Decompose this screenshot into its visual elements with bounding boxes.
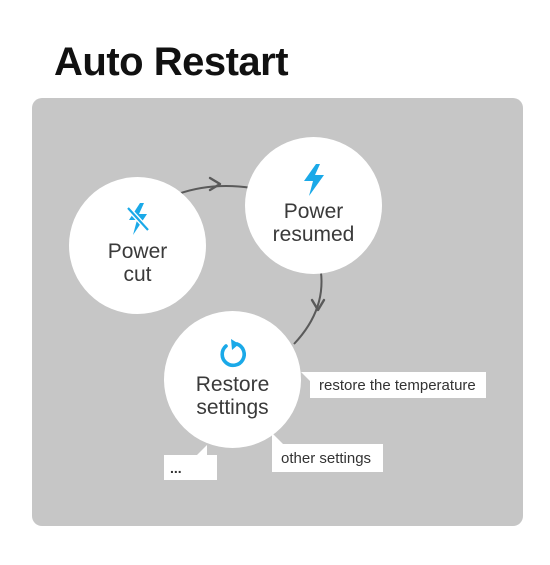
node-label: Restore settings bbox=[195, 372, 270, 419]
callout-text: restore the temperature bbox=[319, 376, 476, 394]
callout-restore-temperature: restore the temperature bbox=[301, 372, 486, 398]
node-label: Power resumed bbox=[272, 199, 355, 246]
power-off-icon bbox=[125, 202, 150, 235]
node-power-resumed: Power resumed bbox=[245, 137, 382, 274]
lightning-icon bbox=[303, 163, 324, 196]
callout-text: ... bbox=[170, 459, 182, 476]
callout-other-settings: other settings bbox=[272, 433, 384, 472]
node-restore-settings: Restore settings bbox=[164, 311, 301, 448]
page-title: Auto Restart bbox=[54, 40, 289, 84]
node-label: Power cut bbox=[107, 239, 168, 286]
callout-ellipsis: ... bbox=[164, 445, 217, 480]
node-power-cut: Power cut bbox=[69, 177, 206, 314]
callout-text: other settings bbox=[281, 449, 372, 467]
refresh-icon bbox=[219, 338, 246, 367]
